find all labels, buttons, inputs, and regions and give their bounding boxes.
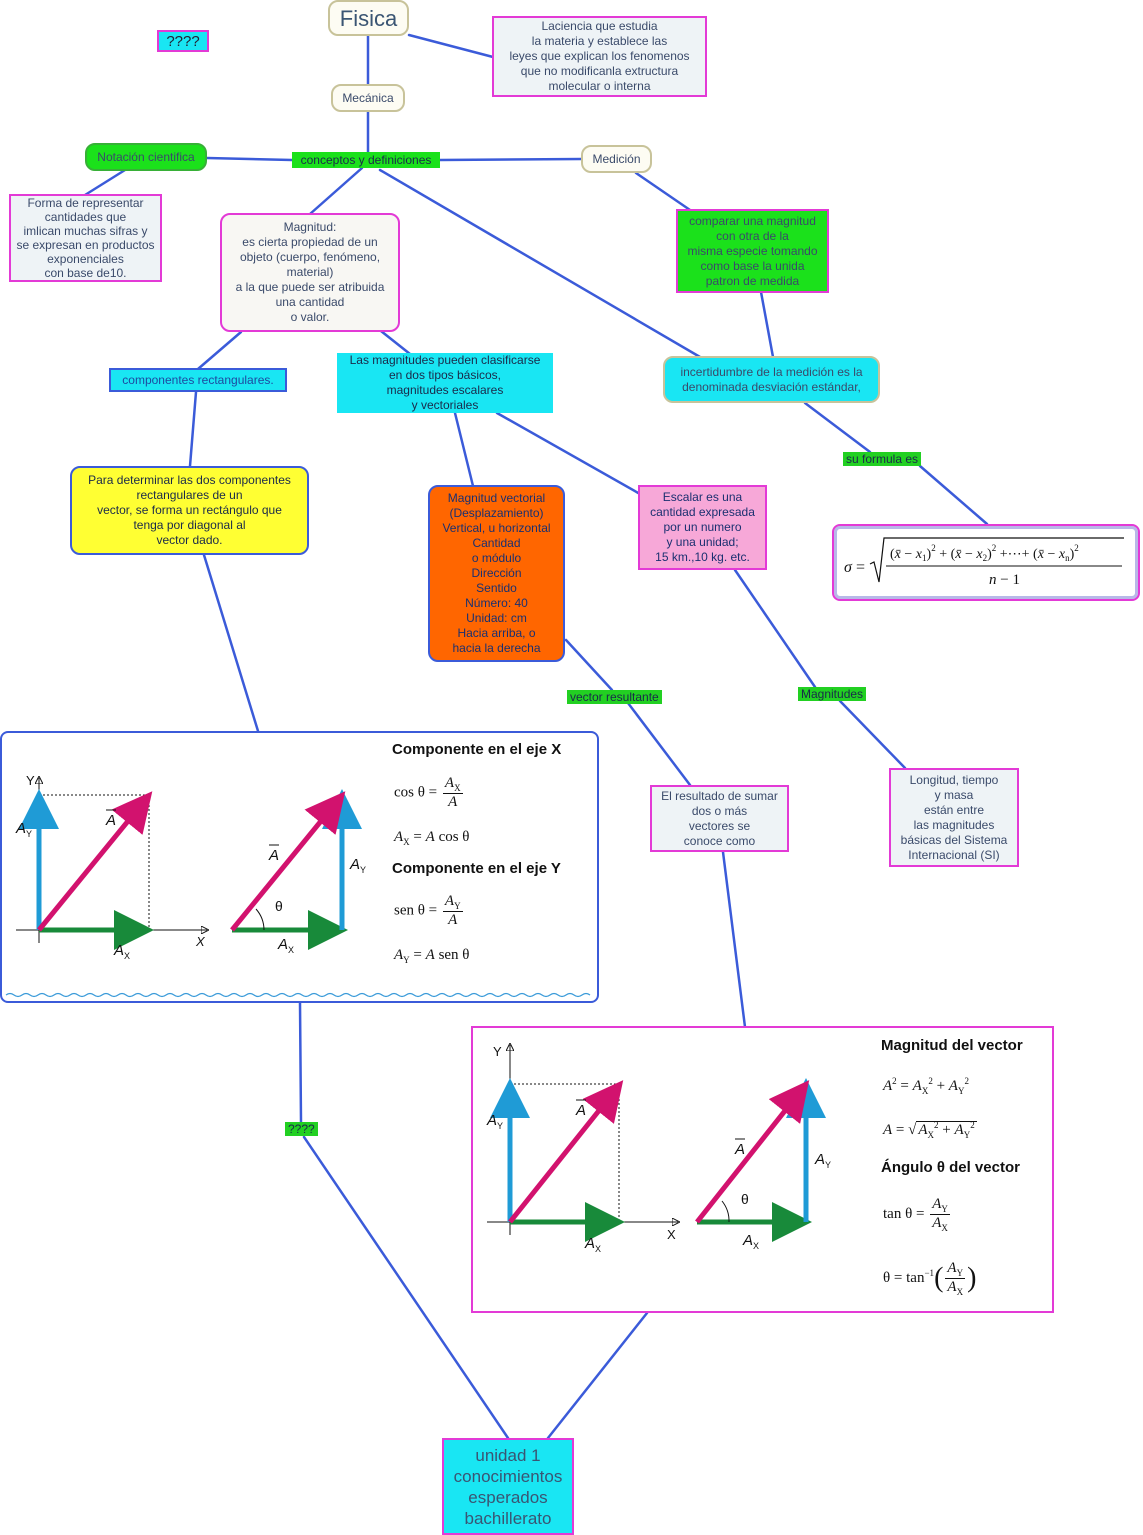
svg-text:(x̄ − x1)2 + (x̄ − x2)2 +⋯+ (x: (x̄ − x1)2 + (x̄ − x2)2 +⋯+ (x̄ − xn)2 bbox=[890, 543, 1079, 563]
svg-text:A: A bbox=[575, 1102, 586, 1119]
link-magbox-unidad bbox=[546, 1311, 649, 1440]
link-tag-unidad bbox=[302, 1135, 510, 1440]
link-conceptos-medicion bbox=[438, 157, 584, 162]
svg-text:Y: Y bbox=[493, 1044, 502, 1059]
svg-text:Y: Y bbox=[26, 773, 35, 788]
link-clasificacion-vectorial bbox=[453, 411, 475, 488]
formula-ax: AX = A cos θ bbox=[394, 829, 470, 847]
svg-text:=: = bbox=[856, 559, 865, 576]
formula-std-deviation[interactable]: σ = (x̄ − x1)2 + (x̄ − x2)2 +⋯+ (x̄ − xn… bbox=[832, 524, 1140, 601]
svg-text:AX: AX bbox=[584, 1235, 601, 1254]
formula-a-squared: A2 = AX2 + AY2 bbox=[883, 1076, 969, 1096]
link-magnitud-clasificacion bbox=[379, 329, 412, 356]
svg-text:AY: AY bbox=[15, 820, 32, 839]
node-vectorial[interactable]: Magnitud vectorial (Desplazamiento) Vert… bbox=[428, 485, 565, 662]
link-conceptos-magnitud bbox=[308, 166, 364, 216]
node-mecanica[interactable]: Mecánica bbox=[331, 84, 405, 112]
link-conceptos-incertidumbre bbox=[378, 168, 702, 359]
node-notacion[interactable]: Notación cientifica bbox=[85, 143, 207, 171]
link-vectorial-tag bbox=[564, 638, 614, 692]
svg-text:A: A bbox=[734, 1141, 745, 1158]
formula-a-sqrt: A = √AX2 + AY2 bbox=[883, 1120, 977, 1140]
magnitude-box[interactable]: Y X A AY AX θ A AY AX Magnitud del vecto… bbox=[471, 1026, 1054, 1313]
node-escalar[interactable]: Escalar es una cantidad expresada por un… bbox=[638, 485, 767, 570]
node-unidad[interactable]: unidad 1 conocimientos esperados bachill… bbox=[442, 1438, 574, 1535]
std-deviation-formula-graphic: σ = (x̄ − x1)2 + (x̄ − x2)2 +⋯+ (x̄ − xn… bbox=[844, 537, 1124, 588]
node-medicion[interactable]: Medición bbox=[581, 145, 652, 173]
node-resultado[interactable]: El resultado de sumar dos o más vectores… bbox=[650, 785, 789, 852]
svg-text:AY: AY bbox=[349, 856, 366, 875]
node-medicion-def[interactable]: comparar una magnitud con otra de la mis… bbox=[676, 209, 829, 293]
node-definition[interactable]: Laciencia que estudia la materia y estab… bbox=[492, 16, 707, 97]
link-mediciondef-incertidumbre bbox=[759, 290, 775, 359]
node-notacion-def[interactable]: Forma de representar cantidades que imli… bbox=[9, 194, 162, 282]
title-component-x: Componente en el eje X bbox=[392, 741, 562, 758]
link-escalar-tag bbox=[733, 568, 817, 689]
svg-text:AX: AX bbox=[742, 1232, 759, 1251]
tag-formula: su formula es bbox=[843, 452, 922, 466]
svg-text:X: X bbox=[667, 1227, 676, 1242]
link-magnitud-componentes bbox=[196, 330, 243, 371]
node-magnitud[interactable]: Magnitud: es cierta propiedad de un obje… bbox=[220, 213, 400, 332]
node-incertidumbre[interactable]: incertidumbre de la medición es la denom… bbox=[663, 356, 880, 403]
tag-vector-resultante: vector resultante bbox=[567, 690, 662, 704]
title-component-y: Componente en el eje Y bbox=[392, 860, 561, 877]
components-diagram: Y X A AY AX θ A AY AX bbox=[5, 773, 591, 998]
link-notacion-conceptos bbox=[205, 156, 294, 162]
link-tag-resultado bbox=[626, 701, 692, 787]
tag-magnitudes: Magnitudes bbox=[798, 687, 867, 701]
svg-text:A: A bbox=[268, 847, 279, 864]
svg-text:X: X bbox=[195, 934, 206, 949]
link-fisica-definition bbox=[407, 33, 495, 59]
svg-text:AY: AY bbox=[814, 1151, 831, 1170]
formula-ay: AY = A sen θ bbox=[394, 947, 470, 965]
link-tag-longitud bbox=[838, 699, 907, 770]
link-compbox-tag bbox=[298, 1001, 303, 1124]
tag-unknown-bottom: ???? bbox=[285, 1122, 318, 1136]
link-resultado-magbox bbox=[721, 850, 747, 1029]
link-incertidumbre-tag bbox=[803, 401, 872, 454]
link-medicion-def bbox=[634, 171, 692, 212]
node-conceptos[interactable]: conceptos y definiciones bbox=[292, 152, 440, 168]
svg-text:θ: θ bbox=[741, 1191, 749, 1207]
svg-text:A: A bbox=[105, 812, 116, 829]
node-longitud[interactable]: Longitud, tiempo y masa están entre las … bbox=[889, 768, 1019, 867]
svg-text:AX: AX bbox=[277, 936, 294, 955]
node-unknown-top[interactable]: ???? bbox=[157, 30, 209, 52]
link-determinar-compbox bbox=[202, 553, 260, 733]
node-componentes[interactable]: componentes rectangulares. bbox=[109, 368, 287, 392]
link-notacion-def bbox=[83, 168, 127, 197]
title-angle: Ángulo θ del vector bbox=[881, 1159, 1020, 1176]
magnitude-diagram: Y X A AY AX θ A AY AX bbox=[486, 1028, 831, 1254]
title-magnitude: Magnitud del vector bbox=[881, 1037, 1023, 1054]
svg-text:AY: AY bbox=[486, 1112, 503, 1131]
node-determinar[interactable]: Para determinar las dos componentes rect… bbox=[70, 466, 309, 555]
node-fisica[interactable]: Fisica bbox=[328, 0, 409, 36]
node-clasificacion[interactable]: Las magnitudes pueden clasificarse en do… bbox=[337, 353, 553, 413]
svg-text:AX: AX bbox=[113, 942, 130, 961]
svg-text:n − 1: n − 1 bbox=[989, 572, 1020, 588]
link-clasificacion-escalar bbox=[495, 411, 642, 496]
link-tag-formula bbox=[918, 464, 989, 526]
link-componentes-determinar bbox=[188, 390, 198, 468]
components-box[interactable]: Y X A AY AX θ A AY AX Componente en el e… bbox=[0, 731, 599, 1003]
svg-text:σ: σ bbox=[844, 559, 853, 576]
svg-text:θ: θ bbox=[275, 898, 283, 914]
